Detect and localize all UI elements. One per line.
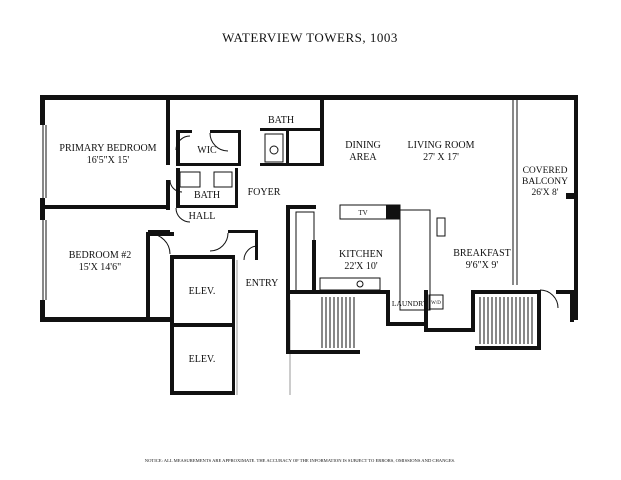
entry-label: ENTRY — [246, 278, 279, 289]
kitchen-label: KITCHEN — [339, 249, 383, 260]
primary-bedroom-size: 16'5"X 15' — [87, 155, 130, 166]
tv-label: TV — [358, 209, 367, 217]
balcony-details — [475, 193, 576, 350]
balcony-label-2: BALCONY — [522, 177, 568, 187]
balcony-label-1: COVERED — [523, 166, 568, 176]
wic-label: WIC — [197, 145, 217, 156]
plan-title: WATERVIEW TOWERS, 1003 — [222, 30, 398, 45]
elevator-shafts — [170, 255, 235, 395]
stair-lines — [321, 297, 533, 348]
breakfast-label: BREAKFAST — [453, 248, 511, 259]
kitchen-fixtures — [286, 204, 446, 311]
windows — [42, 100, 518, 300]
entry-corridor — [236, 205, 360, 395]
elevator-bottom-label: ELEV. — [189, 354, 216, 365]
elevator-top-label: ELEV. — [189, 286, 216, 297]
disclaimer-notice: NOTICE: ALL MEASUREMENTS ARE APPROXIMATE… — [145, 458, 456, 464]
bedroom2-label: BEDROOM #2 — [69, 250, 132, 261]
wic-bath-block — [148, 100, 324, 260]
room-labels: PRIMARY BEDROOM 16'5"X 15' WIC BATH BATH… — [59, 115, 568, 365]
wd-label: W/D — [431, 301, 441, 306]
balcony-size: 26'X 8' — [532, 188, 559, 198]
laundry-label: LAUNDRY — [392, 299, 429, 308]
primary-bedroom-label: PRIMARY BEDROOM — [59, 143, 156, 154]
bath-top-label: BATH — [268, 115, 294, 126]
living-room-size: 27' X 17' — [423, 152, 459, 163]
breakfast-size: 9'6"X 9' — [466, 260, 499, 271]
foyer-label: FOYER — [248, 187, 281, 198]
living-room-label: LIVING ROOM — [408, 140, 475, 151]
dining-label-1: DINING — [345, 140, 381, 151]
laundry-area — [386, 290, 475, 332]
door-swings — [149, 132, 559, 309]
kitchen-size: 22'X 10' — [344, 261, 378, 272]
bedroom2-size: 15'X 14'6" — [79, 262, 121, 273]
bath-mid-label: BATH — [194, 190, 220, 201]
dining-label-2: AREA — [349, 152, 377, 163]
hall-label: HALL — [189, 211, 216, 222]
